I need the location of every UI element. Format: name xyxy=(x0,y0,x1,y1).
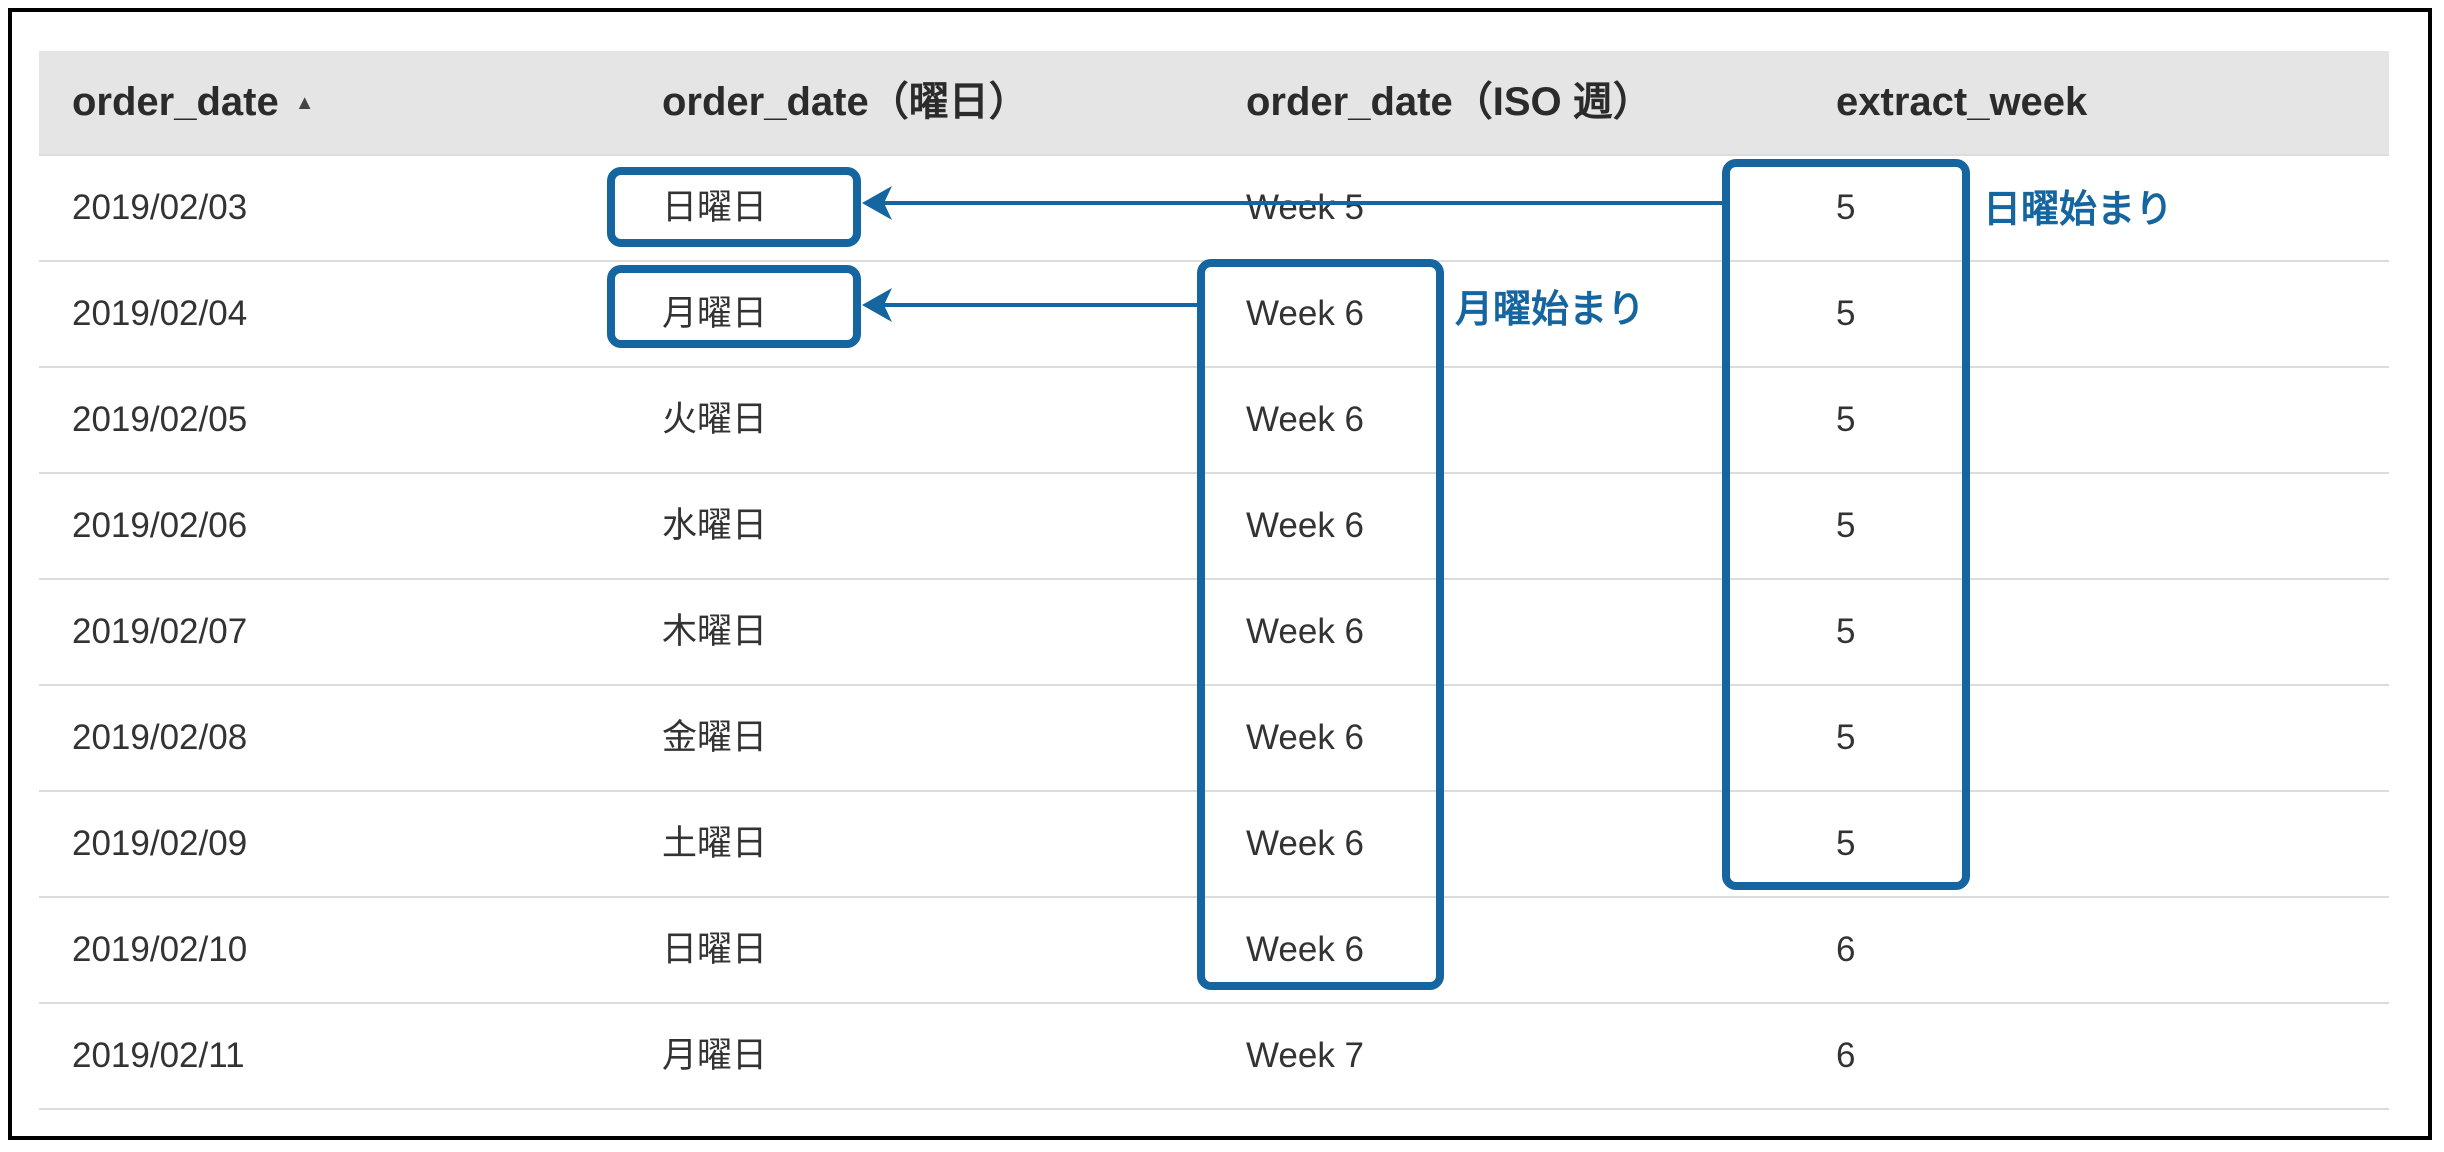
annotation-label-monday-start: 月曜始まり xyxy=(1455,287,1646,331)
column-header-order-date-iso-week[interactable]: order_date（ISO 週） xyxy=(1246,51,1653,154)
cell-iso-week: Week 6 xyxy=(1246,612,1365,651)
cell-extract-week: 5 xyxy=(1836,612,1856,651)
cell-extract-week: 5 xyxy=(1836,294,1856,333)
annotation-label-sunday-start: 日曜始まり xyxy=(1983,187,2174,231)
cell-iso-week: Week 5 xyxy=(1246,188,1365,227)
table-header: order_date ▲ order_date（曜日） order_date（IS… xyxy=(39,51,2389,154)
cell-extract-week: 6 xyxy=(1836,1036,1856,1075)
screenshot-frame xyxy=(8,8,2432,1140)
cell-extract-week: 6 xyxy=(1836,930,1856,969)
cell-extract-week: 5 xyxy=(1836,506,1856,545)
cell-weekday: 木曜日 xyxy=(662,612,768,651)
table-row: 2019/02/03 日曜日 Week 5 5 xyxy=(39,154,2389,262)
table-row: 2019/02/05 火曜日 Week 6 5 xyxy=(39,368,2389,474)
cell-iso-week: Week 6 xyxy=(1246,506,1365,545)
table-row: 2019/02/04 月曜日 Week 6 5 xyxy=(39,262,2389,368)
cell-order-date: 2019/02/05 xyxy=(72,400,248,439)
column-header-order-date-weekday[interactable]: order_date（曜日） xyxy=(662,51,1029,154)
column-header-label: order_date（曜日） xyxy=(662,80,1029,124)
column-header-order-date[interactable]: order_date ▲ xyxy=(72,51,315,154)
cell-weekday: 日曜日 xyxy=(662,188,768,227)
table-body: 2019/02/03 日曜日 Week 5 5 2019/02/04 月曜日 W… xyxy=(39,154,2389,1110)
table-row: 2019/02/10 日曜日 Week 6 6 xyxy=(39,898,2389,1004)
cell-weekday: 月曜日 xyxy=(662,294,768,333)
cell-order-date: 2019/02/11 xyxy=(72,1036,245,1075)
cell-iso-week: Week 7 xyxy=(1246,1036,1365,1075)
cell-order-date: 2019/02/09 xyxy=(72,824,248,863)
cell-order-date: 2019/02/10 xyxy=(72,930,248,969)
table-row: 2019/02/11 月曜日 Week 7 6 xyxy=(39,1004,2389,1110)
cell-weekday: 水曜日 xyxy=(662,506,768,545)
cell-order-date: 2019/02/07 xyxy=(72,612,248,651)
cell-order-date: 2019/02/04 xyxy=(72,294,248,333)
table-row: 2019/02/07 木曜日 Week 6 5 xyxy=(39,580,2389,686)
column-header-label: order_date xyxy=(72,80,279,124)
column-header-label: extract_week xyxy=(1836,80,2088,124)
cell-order-date: 2019/02/08 xyxy=(72,718,248,757)
column-header-label: order_date（ISO 週） xyxy=(1246,80,1653,124)
cell-iso-week: Week 6 xyxy=(1246,930,1365,969)
cell-extract-week: 5 xyxy=(1836,400,1856,439)
cell-iso-week: Week 6 xyxy=(1246,824,1365,863)
cell-order-date: 2019/02/06 xyxy=(72,506,248,545)
cell-extract-week: 5 xyxy=(1836,824,1856,863)
cell-iso-week: Week 6 xyxy=(1246,294,1365,333)
cell-weekday: 月曜日 xyxy=(662,1036,768,1075)
cell-iso-week: Week 6 xyxy=(1246,400,1365,439)
cell-weekday: 日曜日 xyxy=(662,930,768,969)
table-row: 2019/02/09 土曜日 Week 6 5 xyxy=(39,792,2389,898)
table-row: 2019/02/06 水曜日 Week 6 5 xyxy=(39,474,2389,580)
cell-weekday: 土曜日 xyxy=(662,824,768,863)
column-header-extract-week[interactable]: extract_week xyxy=(1836,51,2087,154)
cell-weekday: 金曜日 xyxy=(662,718,768,757)
cell-iso-week: Week 6 xyxy=(1246,718,1365,757)
cell-extract-week: 5 xyxy=(1836,188,1856,227)
cell-order-date: 2019/02/03 xyxy=(72,188,248,227)
cell-extract-week: 5 xyxy=(1836,718,1856,757)
table-row: 2019/02/08 金曜日 Week 6 5 xyxy=(39,686,2389,792)
cell-weekday: 火曜日 xyxy=(662,400,768,439)
sort-ascending-icon[interactable]: ▲ xyxy=(294,92,315,114)
